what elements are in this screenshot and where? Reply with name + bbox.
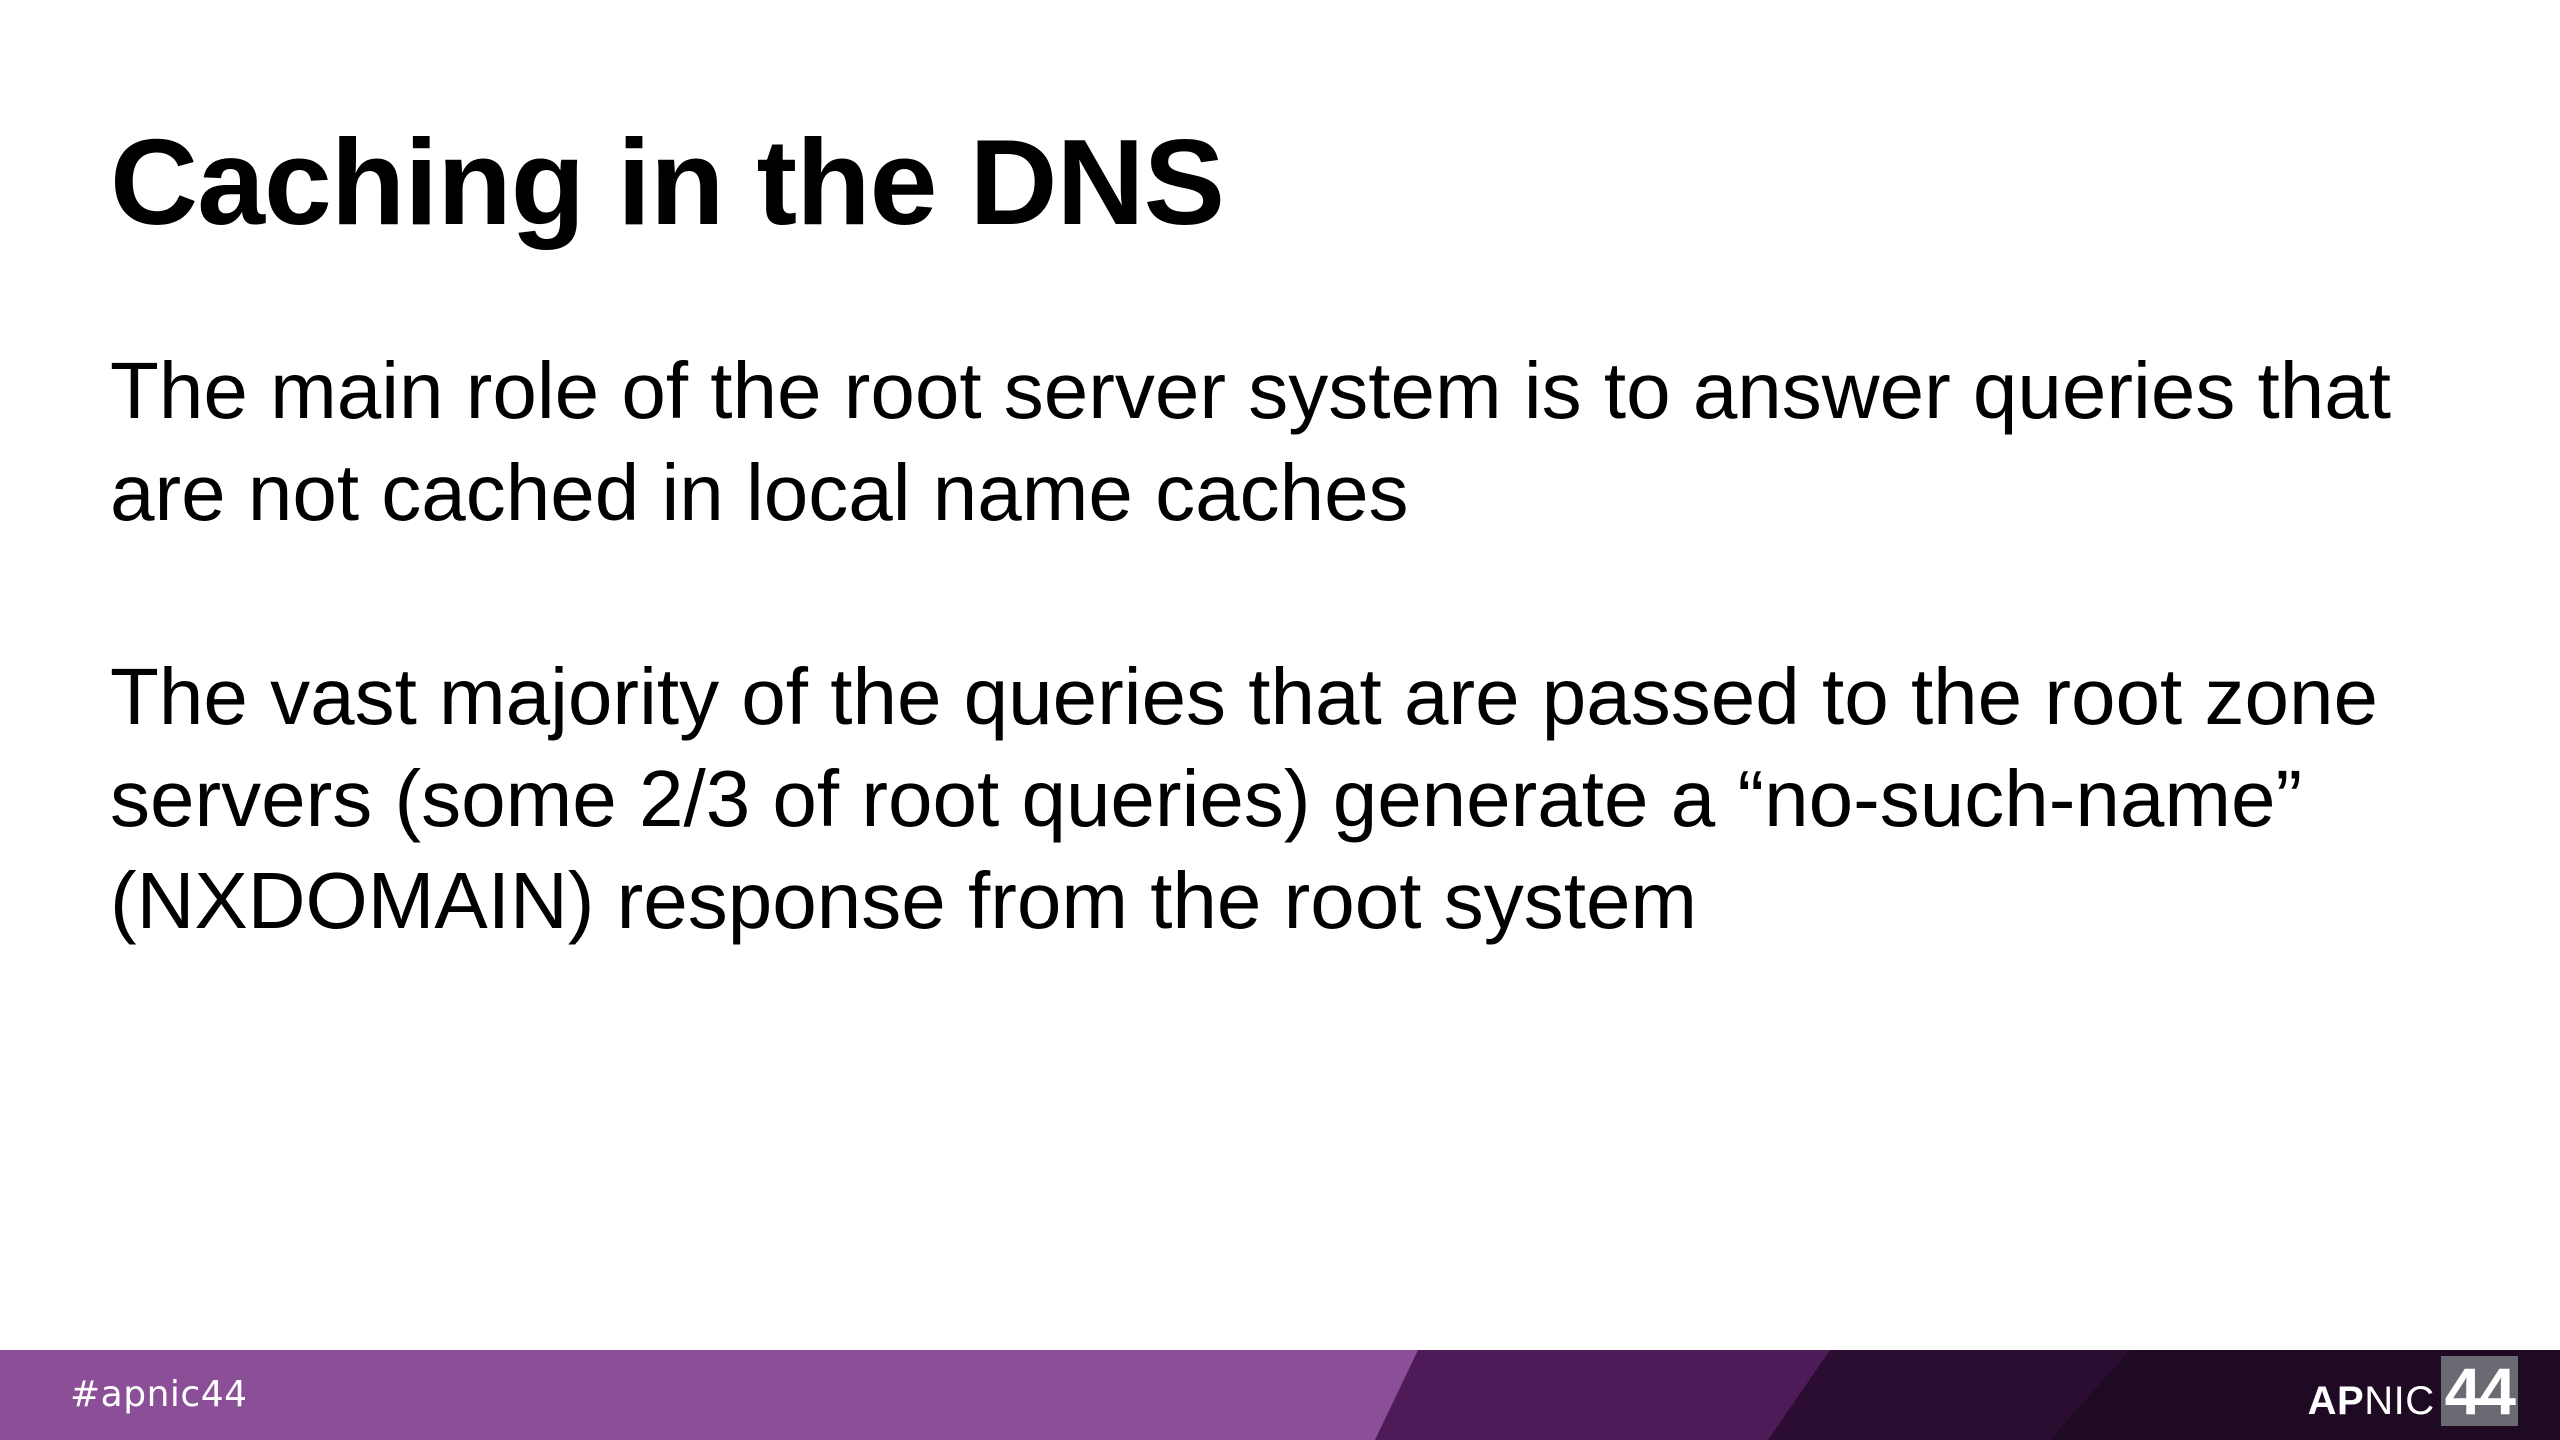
apnic-logo-nic: NIC [2364,1378,2435,1423]
apnic-logo-number: 44 [2440,1356,2518,1426]
paragraph-root-role: The main role of the root server system … [110,346,2391,537]
footer-hashtag: #apnic44 [70,1374,248,1415]
footer-background [0,1350,2560,1440]
apnic-logo: APNIC 44 [2308,1350,2518,1440]
apnic-logo-text: APNIC [2308,1379,2435,1424]
slide-title: Caching in the DNS [110,114,1225,250]
paragraph-nxdomain: The vast majority of the queries that ar… [110,652,2378,945]
footer-band: #apnic44 APNIC 44 [0,1350,2560,1440]
apnic-logo-ap: AP [2307,1378,2365,1423]
